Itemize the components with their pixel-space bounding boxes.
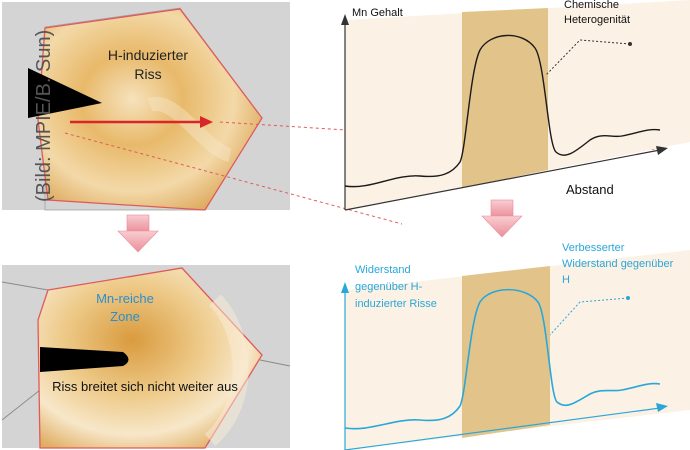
top-chart-annotation-line1: Chemische <box>564 0 619 11</box>
bottom-chart-y-label-line3: induzierter Risse <box>355 298 437 310</box>
top-crack-shape <box>28 68 102 118</box>
grain-boundary-a <box>1 281 49 291</box>
mn-zone-label-line1: Mn-reiche <box>96 291 154 306</box>
bottom-chart-annotation-leader <box>549 297 629 336</box>
bottom-grain-panel: Mn-reiche Zone Riss breitet sich nicht w… <box>1 265 291 449</box>
resistance-curve <box>344 288 661 430</box>
bottom-chart-annotation-line2: Widerstand gegenüber <box>562 258 674 270</box>
bottom-grain <box>37 267 263 449</box>
bottom-chart-y-label-line1: Widerstand <box>355 264 411 276</box>
top-chart-y-label: Mn Gehalt <box>352 7 403 19</box>
crack-stop-label: Riss breitet sich nicht weiter aus <box>52 379 238 394</box>
bottom-chart-x-axis-arrow <box>656 403 668 412</box>
pink-down-arrow-right <box>481 199 523 238</box>
top-chart-x-label: Abstand <box>566 182 614 197</box>
top-chart-heterogeneity-band <box>462 8 548 188</box>
bottom-chart-resistance-band <box>462 266 550 438</box>
top-chart-annotation-dot <box>628 42 632 46</box>
grain-boundary-b <box>1 389 41 421</box>
bottom-chart-y-axis-arrow <box>341 282 349 293</box>
top-grain-panel: H-induzierter Riss <box>2 2 290 211</box>
top-chart-y-axis-arrow <box>341 14 349 25</box>
bottom-chart-y-label-line2: gegenüber H- <box>355 281 423 293</box>
grain-boundary-c <box>259 359 291 367</box>
projection-line-upper <box>219 121 663 151</box>
top-crack-label-line2: Riss <box>134 66 161 82</box>
bottom-chart: Widerstand gegenüber H- induzierter Riss… <box>341 242 690 450</box>
bottom-chart-annotation-line1: Verbesserter <box>562 242 625 254</box>
bottom-chart-x-axis <box>344 407 661 450</box>
bottom-chart-annotation-line3: H <box>562 274 570 286</box>
bottom-crack-shape <box>40 347 129 372</box>
top-chart-annotation-leader <box>545 39 631 76</box>
top-grain-highlight <box>147 96 233 162</box>
pink-down-arrow-left <box>117 214 159 253</box>
top-chart-x-axis-arrow <box>656 146 668 155</box>
bottom-grain-highlight <box>204 294 249 446</box>
top-chart: Mn Gehalt Abstand Chemische Heterogenitä… <box>341 0 690 211</box>
top-chart-x-axis <box>344 149 661 211</box>
mn-content-curve <box>344 34 661 188</box>
red-arrow-head <box>200 116 213 128</box>
top-chart-annotation-line2: Heterogenität <box>564 14 630 26</box>
bottom-chart-annotation-dot <box>626 296 630 300</box>
top-crack-label-line1: H-induzierter <box>108 47 188 63</box>
mn-zone-label-line2: Zone <box>110 309 140 324</box>
image-credit: (Bild: MPIE/B. Sun) <box>33 30 55 202</box>
top-grain <box>37 8 263 211</box>
